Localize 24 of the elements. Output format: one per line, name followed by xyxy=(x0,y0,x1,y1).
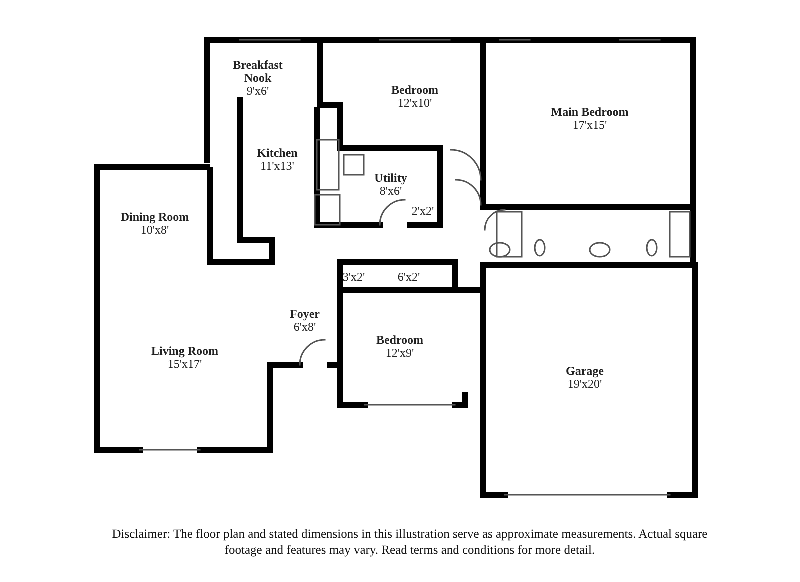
room-dimensions: 12'x10' xyxy=(398,97,432,110)
disclaimer-text: Disclaimer: The floor plan and stated dimensions in this illustration serve as approximate measurements. Actual square footage and features may vary. Read terms and conditions for more detail. xyxy=(111,526,709,558)
room-name: Garage xyxy=(566,365,604,378)
room-name: Living Room xyxy=(151,345,218,358)
room-dimensions: 15'x17' xyxy=(168,358,202,371)
room-name: Kitchen xyxy=(257,147,298,160)
room-dimensions: 2'x2' xyxy=(412,204,434,218)
room-name: Dining Room xyxy=(120,211,190,224)
room-name: Breakfast Nook xyxy=(232,58,284,84)
room-dimensions: 12'x9' xyxy=(386,347,414,360)
room-dimensions: 6'x2' xyxy=(398,270,420,284)
room-name: Foyer xyxy=(290,308,320,321)
room-dimensions: 11'x13' xyxy=(260,160,294,173)
room-dimensions: 9'x6' xyxy=(246,84,270,98)
room-name: Bedroom xyxy=(376,334,424,347)
room-dimensions: 6'x8' xyxy=(294,321,316,334)
room-name: Utility xyxy=(374,172,408,185)
room-name: Bedroom xyxy=(391,84,439,97)
room-dimensions: 10'x8' xyxy=(140,224,170,237)
room-dimensions: 8'x6' xyxy=(380,185,402,198)
room-dimensions: 3'x2' xyxy=(342,270,366,284)
room-dimensions: 17'x15' xyxy=(572,119,608,132)
room-name: Main Bedroom xyxy=(551,106,629,119)
room-dimensions: 19'x20' xyxy=(568,378,602,391)
